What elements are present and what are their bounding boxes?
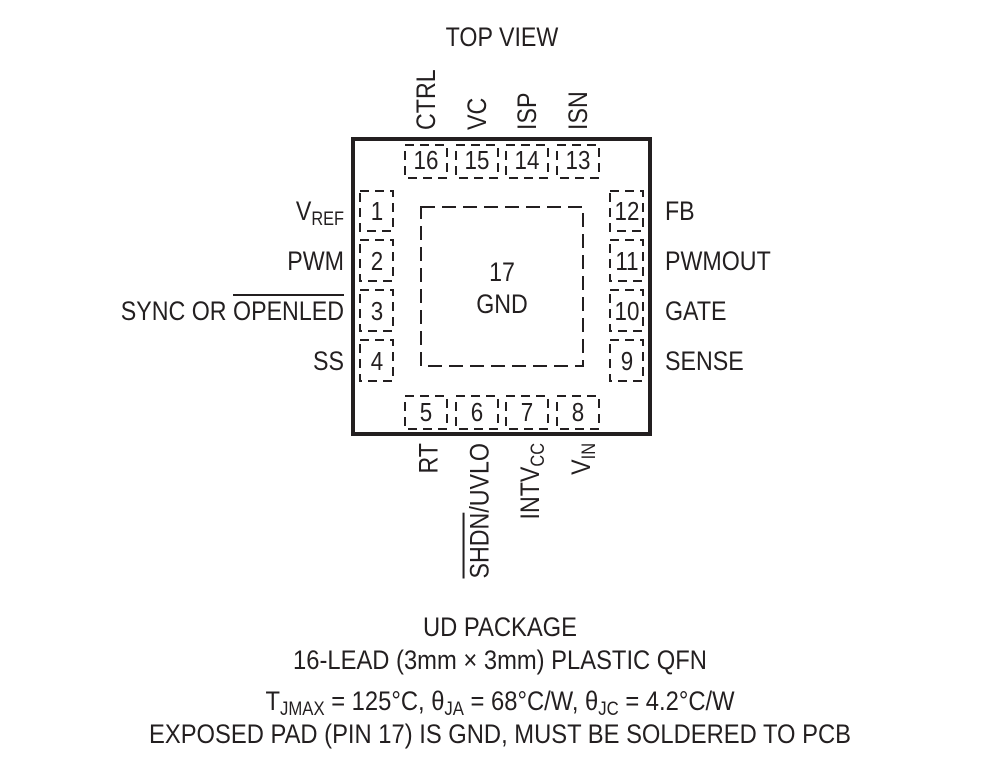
exposed-pad-outline (420, 206, 584, 367)
pin-number-11: 11 (615, 246, 639, 276)
pad-13 (556, 144, 600, 179)
pin-name-6-overbar: SHDN (465, 512, 495, 579)
pad-12 (609, 190, 644, 232)
pin-name-3-prefix: SYNC OR (120, 296, 234, 326)
pin-name-5: RT (414, 443, 444, 474)
pin-number-4: 4 (370, 346, 384, 376)
pin-number-8: 8 (571, 397, 585, 427)
pin-name-6: SHDN/UVLO (465, 443, 495, 578)
theta-jc-symbol: θ (585, 686, 599, 716)
tjmax-symbol: T (265, 686, 280, 716)
pin-number-12: 12 (614, 196, 640, 226)
pin-number-7: 7 (520, 397, 534, 427)
thermal-specs: TJMAX = 125°C, θJA = 68°C/W, θJC = 4.2°C… (60, 685, 940, 720)
theta-ja-value: = 68°C/W, (463, 686, 586, 716)
pin-name-7-main: INTV (515, 466, 545, 520)
lead-suffix: 3mm) PLASTIC QFN (477, 645, 707, 675)
pin-number-10: 10 (614, 296, 640, 326)
pad-4 (359, 339, 394, 382)
tjmax-sub: JMAX (280, 699, 325, 720)
pad-11 (609, 239, 644, 282)
lead-prefix: 16-LEAD (3mm (293, 645, 464, 675)
pin-name-15: VC (462, 97, 492, 130)
pad-3 (359, 289, 394, 332)
pad-9 (609, 339, 644, 382)
pin-number-13: 13 (565, 145, 591, 175)
pin-name-1-main: V (295, 196, 312, 226)
pin-number-9: 9 (620, 346, 634, 376)
package-body (351, 137, 652, 436)
tjmax-value: = 125°C, (324, 686, 432, 716)
pin-name-10: GATE (665, 296, 727, 326)
pad-14 (505, 144, 549, 179)
pin-name-1-sub: REF (311, 209, 344, 230)
exposed-pad-number: 17 (489, 257, 515, 287)
pin-name-2: PWM (287, 246, 344, 276)
pin-name-6-suffix: /UVLO (465, 443, 495, 513)
pin-name-3-overbar: OPENLED (233, 296, 344, 326)
pin-number-1: 1 (370, 196, 384, 226)
pin-number-16: 16 (413, 145, 439, 175)
pad-10 (609, 289, 644, 332)
pin-name-8: VIN (566, 443, 600, 475)
pin-name-1: VREF (172, 196, 344, 229)
pin-number-2: 2 (370, 246, 384, 276)
theta-jc-value: = 4.2°C/W (618, 686, 735, 716)
pin-name-11: PWMOUT (665, 246, 771, 276)
pin-name-7: INTVCC (515, 443, 549, 520)
pin-name-7-sub: CC (528, 443, 549, 467)
theta-ja-sub: JA (444, 699, 464, 720)
pin-name-3: SYNC OR OPENLED (48, 296, 344, 326)
package-name: UD PACKAGE (422, 612, 578, 642)
pin-name-16: CTRL (411, 69, 441, 130)
pin-number-14: 14 (514, 145, 540, 175)
pad-1 (359, 190, 394, 232)
pad-7 (505, 395, 549, 430)
view-title: TOP VIEW (445, 22, 559, 52)
pin-number-15: 15 (464, 145, 490, 175)
pin-number-5: 5 (419, 397, 433, 427)
package-description: 16-LEAD (3mm × 3mm) PLASTIC QFN (60, 644, 940, 676)
pad-5 (404, 395, 448, 430)
pin-name-14: ISP (512, 92, 542, 130)
pin-number-3: 3 (370, 296, 384, 326)
pad-15 (455, 144, 499, 179)
pin-name-12: FB (665, 196, 695, 226)
pin-name-9: SENSE (665, 346, 744, 376)
pad-6 (455, 395, 499, 430)
theta-jc-sub: JC (598, 699, 619, 720)
pin-name-4: SS (313, 346, 344, 376)
exposed-pad-name: GND (476, 289, 528, 319)
pin-number-6: 6 (470, 397, 484, 427)
pin-name-13: ISN (563, 91, 593, 130)
times-sign: × (463, 645, 478, 675)
pad-2 (359, 239, 394, 282)
exposed-pad-note: EXPOSED PAD (PIN 17) IS GND, MUST BE SOL… (149, 719, 851, 749)
pin-name-8-main: V (566, 459, 596, 475)
pad-8 (556, 395, 600, 430)
theta-ja-symbol: θ (431, 686, 445, 716)
pin-name-8-sub: IN (579, 443, 600, 460)
pad-16 (404, 144, 448, 179)
